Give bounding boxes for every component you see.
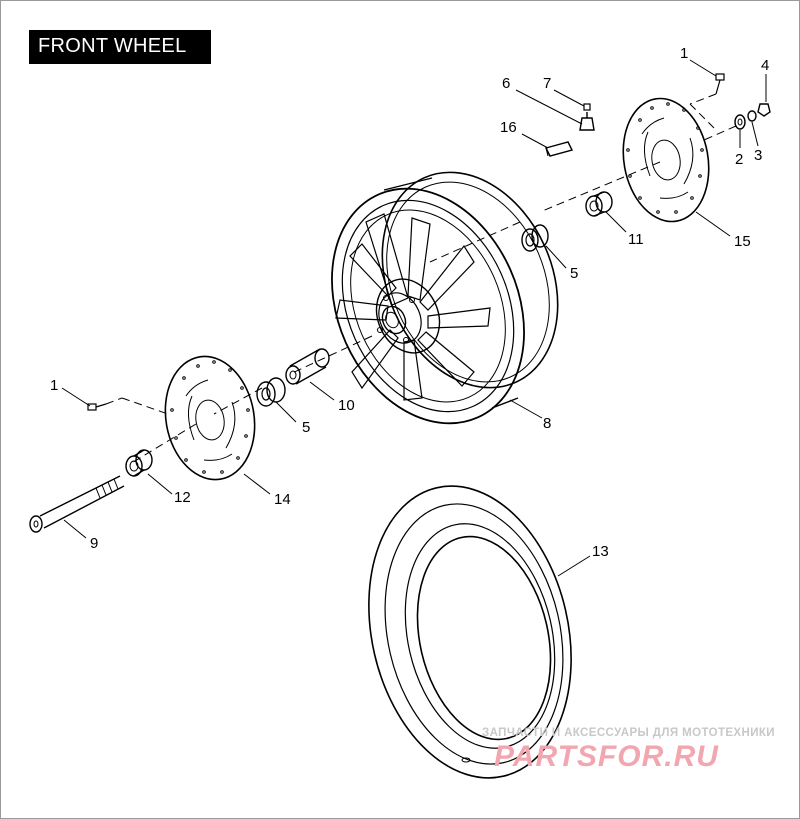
callout-1-left: 1 — [50, 377, 58, 394]
page-title: FRONT WHEEL — [38, 35, 187, 57]
leader-lines — [61, 59, 767, 577]
spacer-tube — [285, 348, 330, 385]
callout-16: 16 — [500, 119, 517, 136]
watermark-subtitle: ЗАПЧАСТИ И АКСЕССУАРЫ ДЛЯ МОТОТЕХНИКИ — [482, 727, 775, 739]
callout-labels: 1 4 6 7 16 2 3 11 15 5 1 10 5 8 12 14 9 … — [50, 45, 769, 560]
callout-3: 3 — [754, 147, 762, 164]
tire — [368, 485, 572, 779]
callout-6: 6 — [502, 75, 510, 92]
callout-12: 12 — [174, 489, 191, 506]
callout-10: 10 — [338, 397, 355, 414]
callout-4: 4 — [761, 57, 769, 74]
callout-14: 14 — [274, 491, 291, 508]
callout-2: 2 — [735, 151, 743, 168]
watermark: ЗАПЧАСТИ И АКСЕССУАРЫ ДЛЯ МОТОТЕХНИКИ PA… — [482, 727, 775, 773]
title-banner: FRONT WHEEL — [29, 30, 211, 64]
bearing-right — [521, 224, 549, 252]
callout-1-right: 1 — [680, 45, 688, 62]
wheel-rim — [331, 171, 559, 425]
bearing-left — [256, 377, 286, 407]
axle-centerline — [129, 161, 661, 465]
disc-screw-right — [689, 73, 725, 129]
axle — [29, 475, 125, 533]
callout-5-left: 5 — [302, 419, 310, 436]
wheel-spokes — [335, 213, 491, 401]
callout-11: 11 — [628, 231, 644, 248]
callout-5-right: 5 — [570, 265, 578, 282]
callout-13: 13 — [592, 543, 609, 560]
spacer-right — [585, 191, 613, 217]
wheel-hub — [375, 278, 441, 354]
callout-7: 7 — [543, 75, 551, 92]
valve-stem — [579, 103, 595, 131]
callout-15: 15 — [734, 233, 751, 250]
brake-disc-left — [164, 355, 256, 481]
balance-weight — [544, 141, 574, 157]
axle-washer-nut — [703, 103, 771, 141]
brake-disc-right — [622, 97, 710, 223]
watermark-brand: PARTSFOR.RU — [494, 740, 719, 773]
disc-screw-left — [87, 397, 169, 415]
spacer-left — [125, 449, 153, 477]
callout-8: 8 — [543, 415, 551, 432]
callout-9: 9 — [90, 535, 98, 552]
